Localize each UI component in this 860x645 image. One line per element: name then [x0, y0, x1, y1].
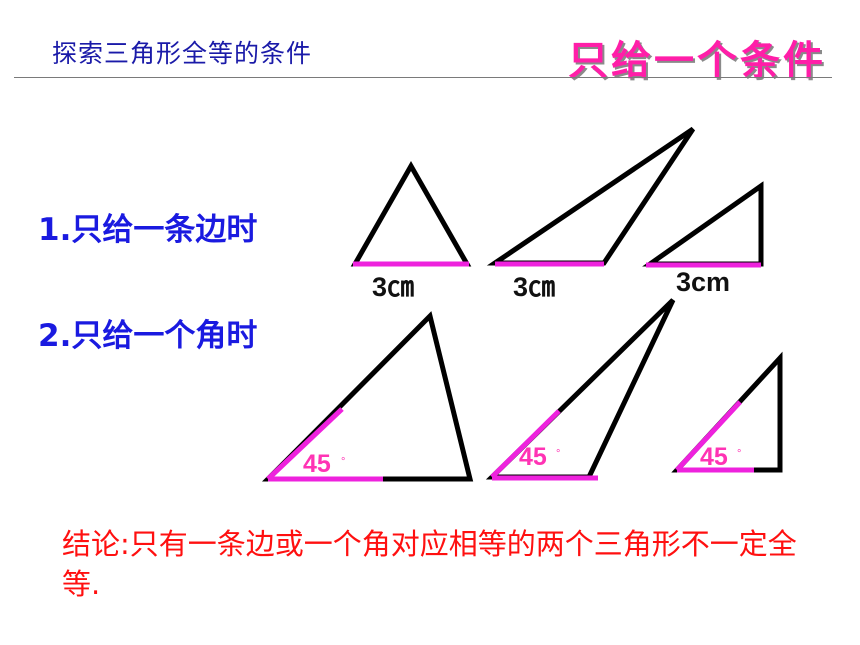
conclusion-text: 结论:只有一条边或一个角对应相等的两个三角形不一定全等.: [62, 527, 797, 601]
side-label-2: 3㎝: [513, 272, 555, 302]
highlight-angle-1-side: [266, 407, 344, 481]
degree-mark-1: °: [341, 456, 345, 468]
triangle-angle-1: 45 °: [261, 311, 474, 482]
triangle-angle-2: 45 °: [485, 298, 676, 481]
triangle-side-1: 3㎝: [350, 160, 472, 302]
angle-label-3: 45: [700, 443, 728, 471]
degree-mark-3: °: [737, 448, 741, 460]
side-label-1: 3㎝: [372, 272, 414, 302]
angle-label-1: 45: [303, 450, 331, 478]
side-label-3: 3cm: [676, 267, 730, 297]
highlight-angle-2-side: [490, 409, 561, 479]
degree-mark-2: °: [556, 448, 560, 460]
triangle-angle-3: 45 °: [671, 351, 783, 473]
triangle-side-3: 3cm: [642, 181, 764, 297]
header-title: 探索三角形全等的条件: [52, 39, 313, 68]
header-divider: [14, 77, 832, 78]
case-label-angle: 2.只给一个角时: [38, 318, 258, 354]
triangle-side-2: 3㎝: [486, 126, 696, 302]
slide-title: 只给一个条件: [568, 38, 826, 84]
angle-label-2: 45: [519, 443, 547, 471]
case-label-side: 1.只给一条边时: [38, 212, 258, 248]
highlight-angle-3-side: [675, 400, 742, 472]
